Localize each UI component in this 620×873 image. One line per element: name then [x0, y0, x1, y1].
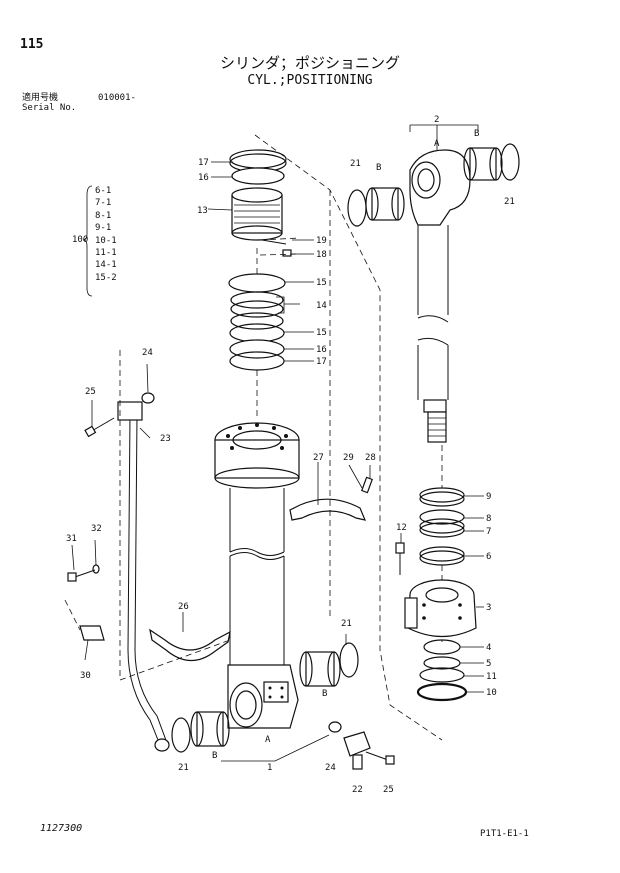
- seal-ring-part: [500, 143, 520, 181]
- assembly-boundary-line: [254, 134, 443, 741]
- backup-ring-part: [419, 509, 465, 525]
- serial-label-en: Serial No.: [22, 103, 77, 113]
- callout-16: 16: [198, 173, 209, 183]
- document-number: 1127300: [40, 823, 83, 834]
- o-ring-part: [328, 721, 342, 733]
- variant-brace: [82, 185, 93, 297]
- callout-30: 30: [80, 671, 91, 681]
- variant-list: 6-1 7-1 8-1 9-1 10-1 11-1 14-1 15-2: [95, 185, 117, 284]
- clamp-part: [289, 498, 366, 521]
- callout-18: 18: [316, 250, 327, 260]
- callout-6: 6: [486, 552, 491, 562]
- callout-21: 21: [504, 197, 515, 207]
- callout-21: 21: [178, 763, 189, 773]
- seal-ring-part: [339, 642, 359, 678]
- flange-part: [117, 401, 143, 421]
- page-number: 115: [20, 37, 44, 52]
- callout-19: 19: [316, 236, 327, 246]
- callout-8: 8: [486, 514, 491, 524]
- callout-5: 5: [486, 659, 491, 669]
- bolt-part: [361, 476, 373, 494]
- clamp-part: [79, 625, 105, 641]
- callout-3: 3: [486, 603, 491, 613]
- variant-item: 8-1: [95, 210, 112, 221]
- callout-B: B: [376, 163, 381, 173]
- callout-28: 28: [365, 453, 376, 463]
- variant-item: 15-2: [95, 272, 117, 283]
- o-ring-part: [141, 392, 155, 404]
- callout-27: 27: [313, 453, 324, 463]
- callout-7: 7: [486, 527, 491, 537]
- serial-range: 010001-: [98, 93, 136, 103]
- callout-13: 13: [197, 206, 208, 216]
- callout-25: 25: [383, 785, 394, 795]
- callout-17: 17: [198, 158, 209, 168]
- page-code: P1T1-E1-1: [480, 829, 529, 839]
- callout-21: 21: [350, 159, 361, 169]
- callout-B: B: [322, 689, 327, 699]
- o-ring-part: [419, 518, 465, 534]
- callout-14: 14: [316, 301, 327, 311]
- callout-31: 31: [66, 534, 77, 544]
- callout-25: 25: [85, 387, 96, 397]
- callout-15: 15: [316, 278, 327, 288]
- variant-item: 10-1: [95, 235, 117, 246]
- rod-thread: [427, 411, 447, 443]
- page-title-en: CYL.;POSITIONING: [247, 73, 373, 88]
- callout-B: B: [474, 129, 479, 139]
- callout-24: 24: [142, 348, 153, 358]
- callout-2: 2: [434, 115, 439, 125]
- callout-24: 24: [325, 763, 336, 773]
- callout-15: 15: [316, 328, 327, 338]
- bolt-part: [282, 249, 292, 257]
- cylinder-head-top: [231, 187, 283, 203]
- pipe-part: [127, 414, 161, 746]
- variant-item: 9-1: [95, 223, 112, 234]
- callout-17: 17: [316, 357, 327, 367]
- variant-item: 6-1: [95, 186, 112, 196]
- callout-11: 11: [486, 672, 497, 682]
- callout-10: 10: [486, 688, 497, 698]
- serial-label-jp: 適用号機: [22, 93, 59, 103]
- callout-4: 4: [486, 643, 491, 653]
- callout-B: B: [212, 751, 217, 761]
- variant-item: 7-1: [95, 198, 112, 209]
- seal-ring-part: [419, 546, 465, 562]
- wear-ring-part: [231, 167, 285, 185]
- callout-16: 16: [316, 345, 327, 355]
- callout-23: 23: [160, 434, 171, 444]
- callout-32: 32: [91, 524, 102, 534]
- variant-ref-number: 100: [72, 235, 89, 245]
- callout-1: 1: [267, 763, 272, 773]
- callout-29: 29: [343, 453, 354, 463]
- callout-A: A: [265, 735, 271, 745]
- fitting-part: [352, 754, 363, 770]
- callout-26: 26: [178, 602, 189, 612]
- callout-22: 22: [352, 785, 363, 795]
- flange-part: [343, 731, 371, 757]
- callout-9: 9: [486, 492, 491, 502]
- callout-21: 21: [341, 619, 352, 629]
- variant-item: 14-1: [95, 260, 117, 271]
- callout-12: 12: [396, 523, 407, 533]
- callout-A: A: [434, 139, 440, 149]
- variant-item: 11-1: [95, 247, 117, 258]
- page-title-jp: シリンダ；ポジショニング: [219, 54, 400, 72]
- backup-ring-part: [230, 291, 284, 309]
- seal-ring-part: [171, 717, 191, 753]
- clamp-part: [149, 628, 231, 662]
